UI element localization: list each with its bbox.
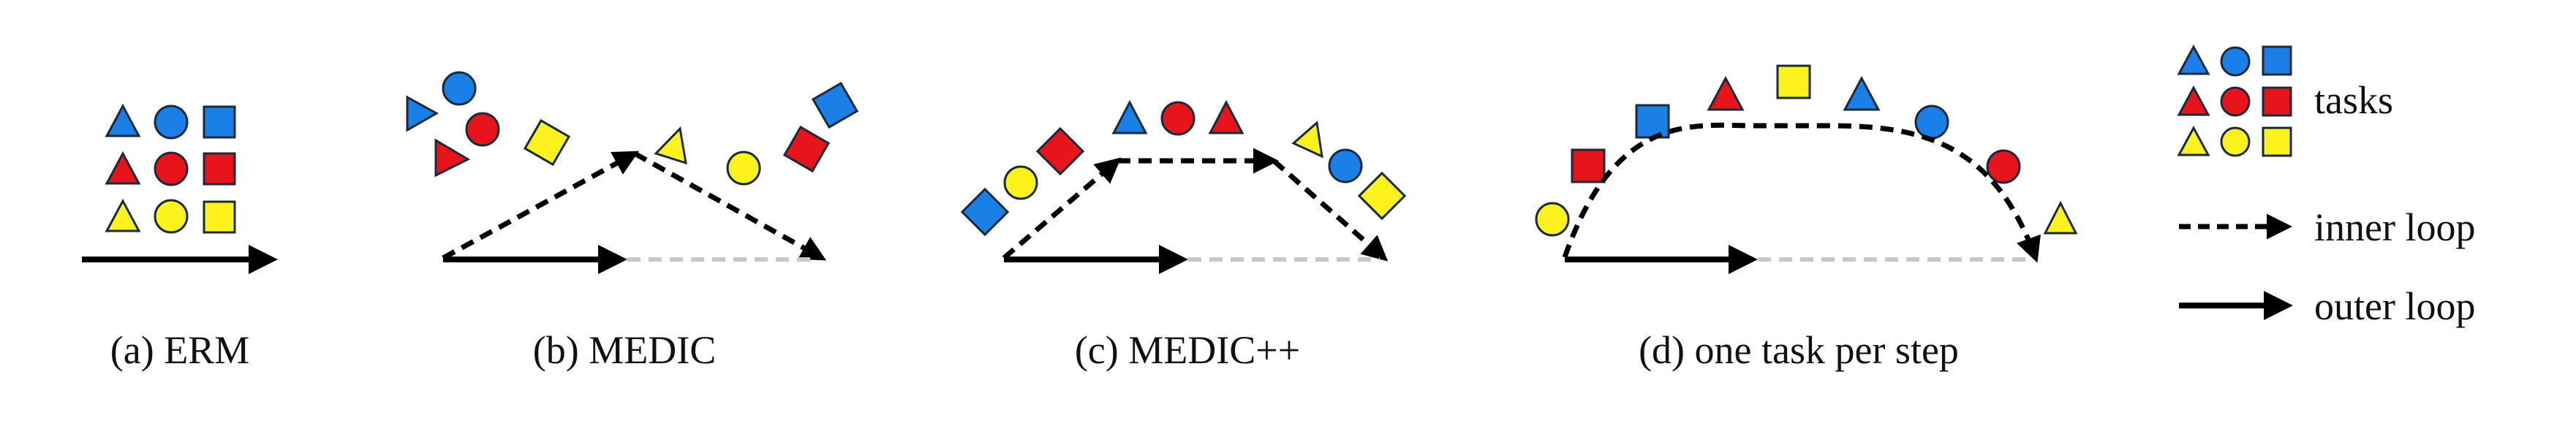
- legend: tasks inner loop outer loop: [2177, 44, 2475, 328]
- legend-red-triangle: [2177, 85, 2210, 116]
- erm-blue-triangle: [105, 103, 141, 137]
- medicpp-blue-square: [960, 187, 1010, 237]
- medic-yellow-square-left: [523, 118, 571, 167]
- legend-yellow-square: [2262, 126, 2292, 157]
- onetask-blue-square: [1635, 104, 1670, 139]
- onetask-yellow-circle: [1535, 202, 1570, 237]
- onetask-blue-triangle: [1843, 75, 1881, 111]
- onetask-inner-loop-curve: [1562, 122, 2041, 263]
- medicpp-blue-triangle: [1111, 99, 1148, 134]
- medicpp-red-square: [1035, 126, 1085, 176]
- medic-blue-circle: [442, 71, 477, 106]
- medic-blue-square: [811, 81, 859, 129]
- legend-tasks-label: tasks: [2314, 78, 2393, 122]
- medicpp-red-circle: [1160, 101, 1196, 136]
- medic-blue-triangle: [406, 95, 439, 132]
- erm-yellow-triangle: [105, 198, 141, 232]
- legend-outer-loop-label: outer loop: [2314, 284, 2475, 328]
- panel-one-task-per-step: (d) one task per step: [1535, 64, 2078, 372]
- medic-shapes: [406, 71, 859, 186]
- onetask-caption: (d) one task per step: [1639, 328, 1959, 372]
- onetask-yellow-square: [1776, 64, 1811, 99]
- medicpp-inner-loop-arrow-1: [1002, 157, 1122, 260]
- onetask-shapes: [1535, 64, 2078, 237]
- erm-blue-square: [203, 105, 236, 139]
- medic-yellow-triangle: [654, 126, 687, 165]
- medic-inner-loop-arrow-1: [442, 151, 640, 261]
- medicpp-shapes: [960, 99, 1407, 237]
- medicpp-blue-circle: [1328, 148, 1363, 183]
- legend-blue-triangle: [2177, 44, 2210, 75]
- panel-medic-plus-plus: (c) MEDIC++: [960, 99, 1407, 372]
- erm-yellow-circle: [154, 199, 189, 234]
- legend-red-square: [2262, 86, 2292, 117]
- legend-red-circle: [2220, 86, 2251, 117]
- onetask-blue-circle: [1914, 105, 1949, 140]
- onetask-yellow-triangle: [2043, 200, 2078, 235]
- onetask-red-triangle: [1707, 75, 1745, 111]
- panel-erm: (a) ERM: [82, 103, 278, 372]
- medic-inner-loop-arrow-2: [633, 151, 827, 261]
- erm-yellow-square: [203, 200, 236, 234]
- medicpp-yellow-circle: [1003, 165, 1038, 200]
- medic-yellow-circle: [726, 151, 761, 186]
- erm-red-square: [203, 152, 236, 186]
- erm-shapes: [105, 103, 236, 234]
- medicpp-yellow-square: [1357, 171, 1407, 221]
- medic-caption: (b) MEDIC: [533, 328, 716, 372]
- onetask-red-circle: [1986, 149, 2021, 184]
- legend-inner-loop-label: inner loop: [2314, 205, 2475, 249]
- medicpp-red-triangle: [1208, 99, 1244, 134]
- panel-medic: (b) MEDIC: [406, 71, 859, 372]
- medic-red-triangle: [434, 138, 471, 178]
- medicpp-caption: (c) MEDIC++: [1075, 328, 1300, 372]
- erm-red-triangle: [105, 151, 141, 185]
- legend-yellow-circle: [2220, 126, 2251, 157]
- onetask-red-square: [1571, 148, 1606, 183]
- legend-blue-square: [2262, 45, 2292, 76]
- erm-blue-circle: [154, 105, 189, 140]
- medicpp-inner-loop-arrow-3: [1272, 159, 1389, 262]
- legend-task-shapes: [2177, 44, 2292, 157]
- medicpp-yellow-triangle: [1291, 121, 1323, 159]
- medic-red-circle: [465, 112, 500, 147]
- legend-blue-circle: [2220, 46, 2251, 77]
- medic-red-square: [782, 125, 831, 173]
- legend-yellow-triangle: [2177, 125, 2210, 156]
- erm-caption: (a) ERM: [110, 328, 249, 372]
- erm-red-circle: [154, 151, 189, 186]
